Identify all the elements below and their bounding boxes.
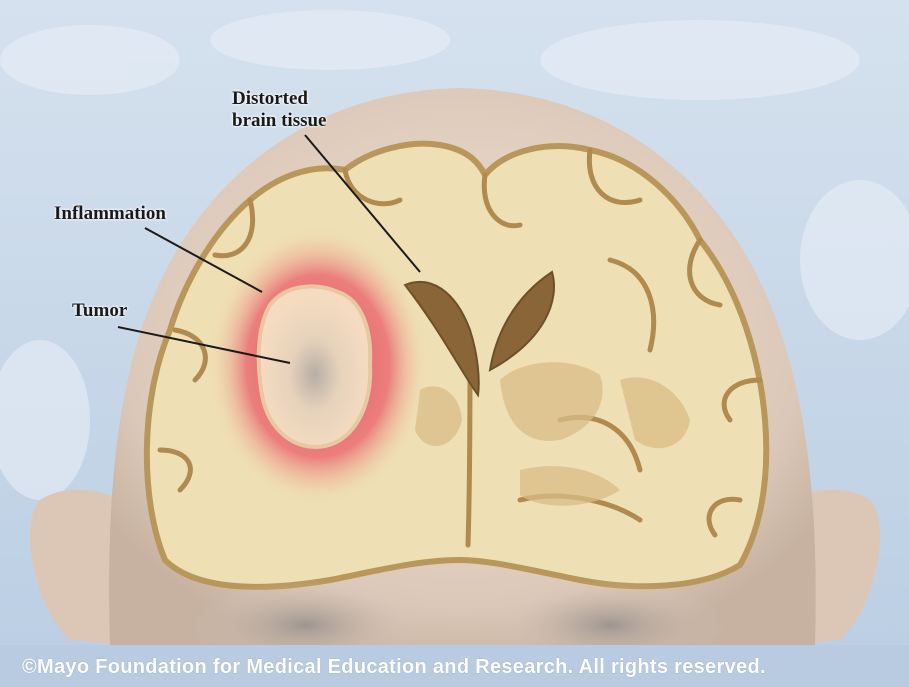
tumor-label: Tumor — [72, 300, 127, 322]
distorted-brain-tissue-label: Distorted brain tissue — [232, 88, 327, 132]
copyright-bar: ©Mayo Foundation for Medical Education a… — [0, 645, 909, 687]
copyright-text: ©Mayo Foundation for Medical Education a… — [22, 656, 766, 679]
inflammation-label: Inflammation — [54, 203, 166, 225]
distorted-label-line1: Distorted — [232, 88, 327, 110]
distorted-label-line2: brain tissue — [232, 110, 327, 132]
tumor — [259, 286, 371, 447]
